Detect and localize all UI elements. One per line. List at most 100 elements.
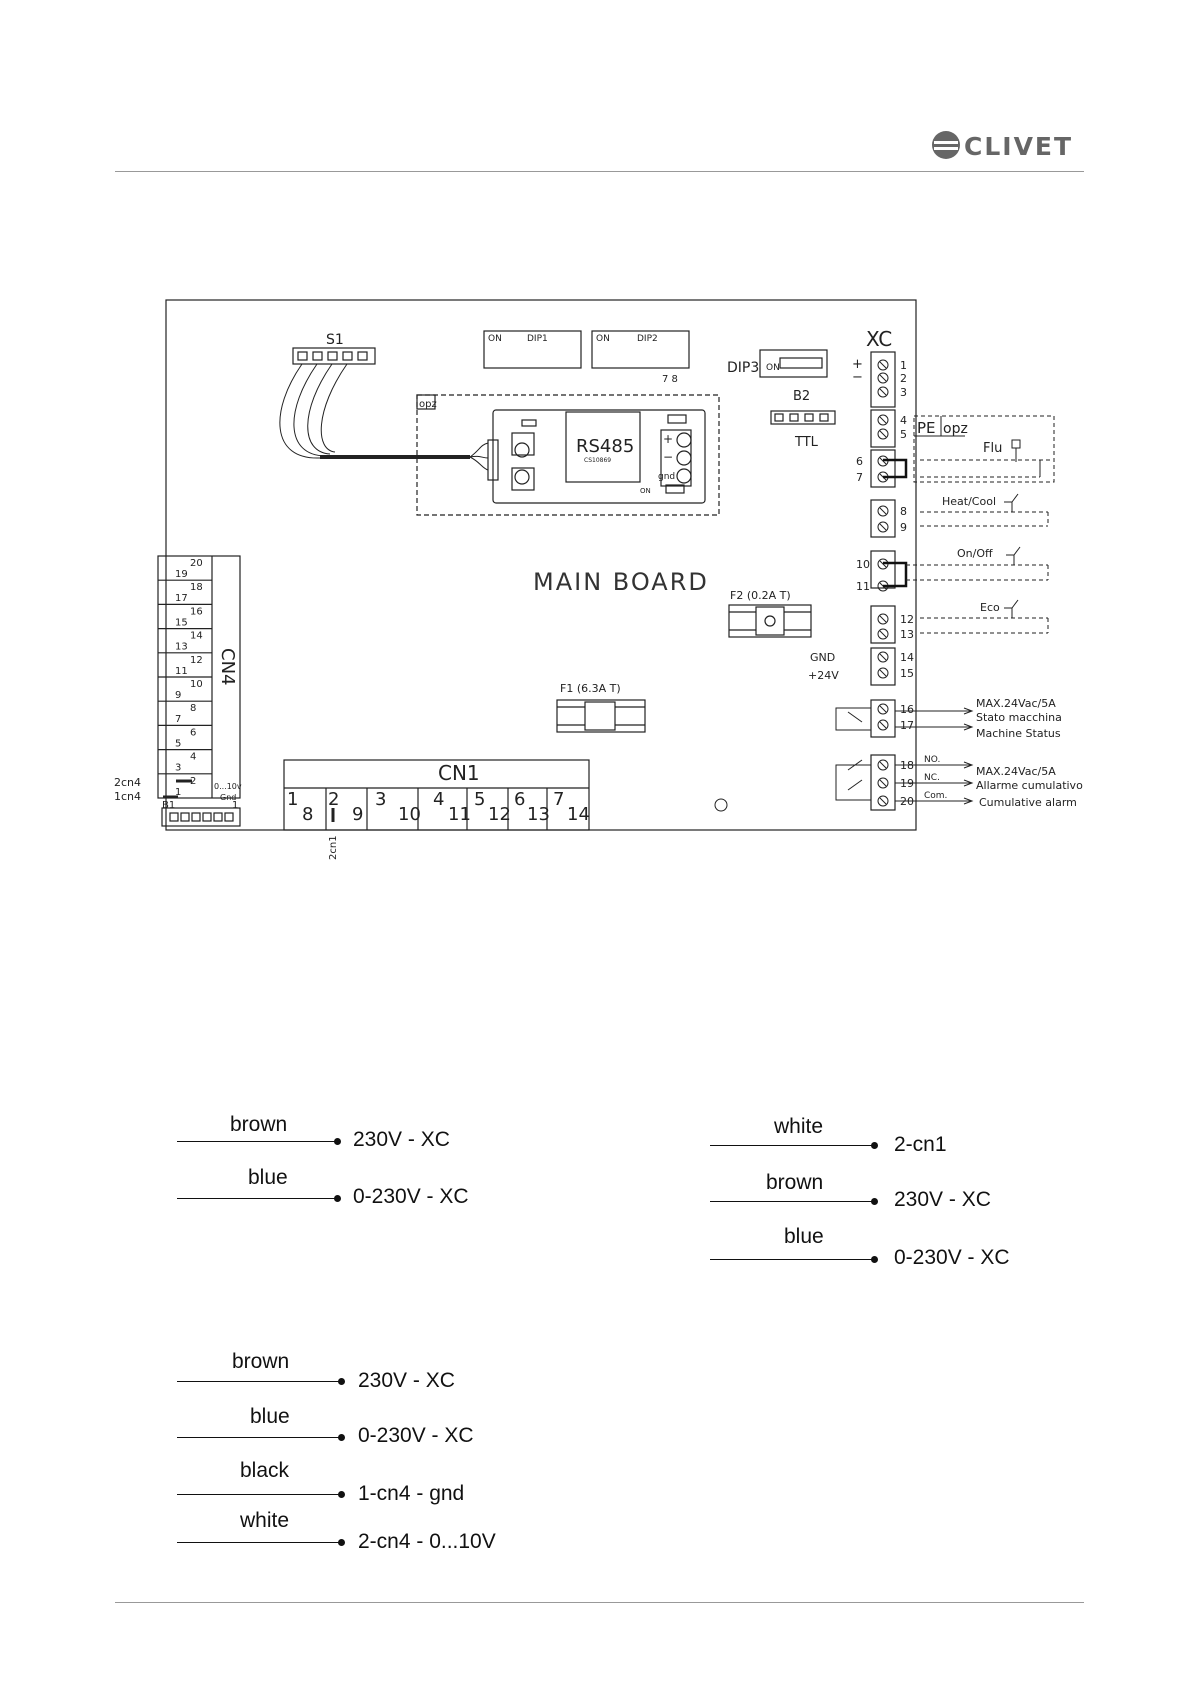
dip1-switch: [483, 330, 582, 369]
terminal-screw: [877, 703, 889, 715]
wire-line: [177, 1141, 337, 1142]
b1-connector: [161, 807, 241, 827]
terminal-number: 16: [900, 703, 914, 716]
wire-dot: [338, 1378, 345, 1385]
cn4-pin-label: 8: [190, 703, 196, 714]
cn4-pin-label: 15: [175, 617, 188, 628]
terminal-number: 15: [900, 667, 914, 680]
wire-dest-label: 0-230V - XC: [353, 1185, 469, 1208]
board-title: MAIN BOARD: [533, 568, 709, 596]
terminal-number: 17: [900, 719, 914, 732]
logo-text: CLIVET: [964, 132, 1073, 161]
terminal-number: 14: [900, 651, 914, 664]
dip3-switch: [759, 349, 828, 378]
cumulative-label: Cumulative alarm: [979, 796, 1077, 809]
terminal-screw: [877, 521, 889, 533]
no-label: NO.: [924, 755, 940, 765]
cn4-pin-label: 6: [190, 727, 196, 738]
wire-color-label: white: [774, 1115, 824, 1138]
cn1-pin-label: 7: [553, 789, 564, 810]
rs485-gnd: gnd: [658, 472, 675, 482]
terminal-screw: [877, 628, 889, 640]
wire-dest-label: 0-230V - XC: [358, 1424, 474, 1447]
dip3-label: DIP3: [727, 360, 759, 376]
cn1-connector: [283, 759, 590, 831]
cn1-label: CN1: [438, 761, 480, 785]
footer-rule: [115, 1602, 1084, 1603]
heat-cool-label: Heat/Cool: [942, 495, 996, 508]
cn4-pin-label: 19: [175, 569, 188, 580]
fuse-f2: [728, 604, 812, 638]
terminal-screw: [877, 759, 889, 771]
eco-label: Eco: [980, 601, 1000, 614]
cn4-pin-label: 1: [175, 787, 181, 798]
terminal-number: 3: [900, 386, 907, 399]
cn4-pin-label: 16: [190, 606, 203, 617]
cn4-2-label: 2cn4: [114, 776, 141, 789]
terminal-screw: [877, 505, 889, 517]
cn1-pin-label: 1: [287, 789, 298, 810]
wire-dot: [871, 1142, 878, 1149]
gnd-label: GND: [810, 651, 835, 664]
cn4-pin-label: 10: [190, 679, 203, 690]
b1-pin-label: 1: [232, 800, 238, 811]
xc-block-10-11: [870, 550, 896, 589]
b1-label: B1: [162, 800, 175, 811]
wire-dot: [338, 1491, 345, 1498]
com-label: Com.: [924, 791, 947, 801]
dip1-label: DIP1: [527, 334, 548, 344]
terminal-screw: [877, 667, 889, 679]
terminal-screw: [877, 719, 889, 731]
cn4-pin-label: 18: [190, 582, 203, 593]
cn1-pin-label: 11: [448, 804, 471, 825]
terminal-number: 20: [900, 795, 914, 808]
machine-status-label: Machine Status: [976, 727, 1061, 740]
terminal-screw: [877, 777, 889, 789]
terminal-screw: [877, 414, 889, 426]
terminal-number: 19: [900, 777, 914, 790]
terminal-screw: [877, 613, 889, 625]
jumper-6-7: [883, 458, 908, 479]
logo-mark: [932, 131, 960, 159]
wire-line: [177, 1437, 341, 1438]
on-off-label: On/Off: [957, 547, 993, 560]
max2-label: MAX.24Vac/5A: [976, 765, 1056, 778]
wire-color-label: white: [240, 1509, 290, 1532]
wire-line: [177, 1542, 341, 1543]
cn4-010v: 0...10v: [214, 782, 242, 791]
terminal-number: 5: [900, 428, 907, 441]
xc-block-12-13: [870, 605, 896, 644]
terminal-screw: [877, 795, 889, 807]
allarme-label: Allarme cumulativo: [976, 779, 1083, 792]
terminal-number: 2: [900, 372, 907, 385]
stato-label: Stato macchina: [976, 711, 1062, 724]
cn4-pin-label: 4: [190, 752, 196, 763]
dip2-switch: [591, 330, 690, 369]
xc-plus: +: [852, 357, 863, 372]
wire-dot: [338, 1434, 345, 1441]
terminal-number: 11: [856, 580, 870, 593]
header-rule: [115, 171, 1084, 172]
opz-ext-label: opz: [943, 421, 968, 437]
terminal-number: 18: [900, 759, 914, 772]
pe-opz-box: [913, 415, 1055, 483]
cn4-pin-label: 7: [175, 714, 181, 725]
terminal-number: 1: [900, 359, 907, 372]
wire-dest-label: 230V - XC: [358, 1369, 455, 1392]
rs485-label: RS485: [576, 436, 634, 457]
wire-dest-label: 230V - XC: [353, 1128, 450, 1151]
wire-line: [177, 1198, 337, 1199]
max1-label: MAX.24Vac/5A: [976, 697, 1056, 710]
terminal-number: 10: [856, 558, 870, 571]
wire-line: [710, 1259, 874, 1260]
wire-dest-label: 0-230V - XC: [894, 1246, 1010, 1269]
terminal-screw: [877, 359, 889, 371]
cn1-pin-label: 3: [375, 789, 386, 810]
terminal-screw: [877, 428, 889, 440]
rs485-module: [492, 409, 706, 504]
cn1-pin-label: 5: [474, 789, 485, 810]
wire-dot: [871, 1198, 878, 1205]
terminal-number: 9: [900, 521, 907, 534]
opz-label: opz: [419, 399, 437, 410]
xc-block-6-7: [870, 449, 896, 488]
